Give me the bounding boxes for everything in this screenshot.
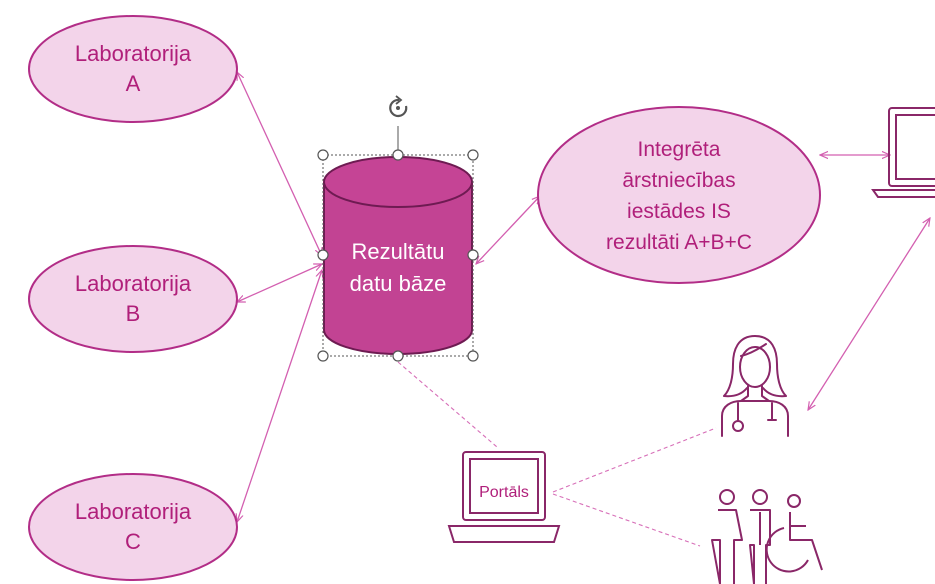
resize-handle-sw[interactable] <box>317 350 329 362</box>
integrated-is-node[interactable] <box>537 106 821 284</box>
resize-handle-s[interactable] <box>392 350 404 362</box>
lab-b-node[interactable] <box>28 245 238 353</box>
laptop-icon <box>871 107 935 198</box>
portal-laptop-icon <box>447 451 561 543</box>
lab-a-label: Laboratorija A <box>74 41 192 96</box>
resize-handle-e[interactable] <box>467 249 479 261</box>
resize-handle-w[interactable] <box>317 249 329 261</box>
selection-frame <box>317 95 479 362</box>
lab-c-node[interactable] <box>28 473 238 581</box>
dashed-connectors <box>397 361 717 547</box>
connector-db-is <box>476 196 540 264</box>
lab-b-label: Laboratorija B <box>74 271 192 326</box>
connectors <box>237 72 930 522</box>
patients-icon <box>711 489 823 584</box>
resize-handle-n[interactable] <box>392 149 404 161</box>
rotate-handle-icon[interactable] <box>389 95 408 117</box>
resize-handle-ne[interactable] <box>467 149 479 161</box>
connector-lab-a-db <box>237 72 322 256</box>
resize-handle-nw[interactable] <box>317 149 329 161</box>
database-node[interactable] <box>323 156 473 355</box>
dashed-db-portal <box>397 361 498 448</box>
dashed-portal-patients <box>552 493 701 547</box>
portal-label: Portāls <box>479 484 529 501</box>
integrated-is-label: Integrēta ārstniecības iestādes IS rezul… <box>606 138 752 254</box>
connector-lab-b-db <box>237 263 322 303</box>
connector-lab-c-db <box>237 270 322 522</box>
dashed-portal-doctor <box>552 427 717 493</box>
lab-a-node[interactable] <box>28 15 238 123</box>
lab-c-label: Laboratorija C <box>74 499 192 554</box>
doctor-icon <box>721 335 789 437</box>
resize-handle-se[interactable] <box>467 350 479 362</box>
connector-laptop-doctor <box>808 218 930 410</box>
database-label: Rezultātu datu bāze <box>349 239 447 296</box>
